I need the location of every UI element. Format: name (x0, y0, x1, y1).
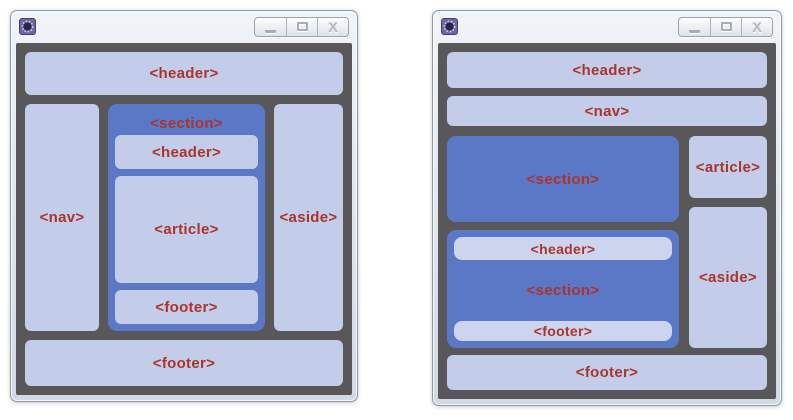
side-column: <article> <aside> (689, 136, 767, 348)
titlebar-right[interactable]: X (433, 11, 781, 42)
section-title: <section> (526, 282, 600, 300)
close-icon: X (752, 18, 762, 35)
nav-box: <nav> (25, 104, 99, 331)
article-box: <article> (689, 136, 767, 198)
window-left: X <header> <nav> <section> <header> (10, 10, 358, 402)
titlebar-left[interactable]: X (11, 11, 357, 42)
header-box: <header> (25, 52, 343, 95)
footer-box: <footer> (25, 340, 343, 386)
maximize-icon (720, 22, 732, 31)
footer-box: <footer> (447, 355, 767, 390)
window-right: X <header> <nav> <section> <header> (432, 10, 782, 406)
section-box-2: <header> <section> <footer> (447, 230, 679, 348)
close-icon: X (328, 18, 338, 35)
section-header-box: <header> (454, 237, 672, 261)
footer-label: <footer> (152, 354, 216, 372)
main-column: <section> <header> <section> <footer> (447, 136, 679, 348)
nav-box: <nav> (447, 96, 767, 126)
aside-label: <aside> (699, 269, 757, 286)
minimize-icon (265, 29, 276, 33)
aside-label: <aside> (279, 209, 338, 226)
article-label: <article> (695, 158, 761, 176)
article-box: <article> (115, 176, 258, 283)
header-label: <header> (572, 61, 642, 79)
middle-row: <nav> <section> <header> <article> <foot… (25, 104, 343, 331)
maximize-button[interactable] (710, 17, 741, 36)
section-box: <section> <header> <article> <footer> (108, 104, 265, 331)
minimize-button[interactable] (679, 18, 710, 36)
window-controls: X (254, 16, 349, 37)
header-label: <header> (149, 65, 219, 82)
section-footer-box: <footer> (115, 290, 258, 324)
minimize-button[interactable] (255, 18, 286, 36)
middle-row: <section> <header> <section> <footer> (447, 136, 767, 348)
page-canvas-left: <header> <nav> <section> <header> <artic… (16, 43, 352, 395)
close-button[interactable]: X (741, 17, 772, 36)
section-title: <section> (150, 114, 223, 132)
minimize-icon (689, 29, 700, 33)
section-box-1: <section> (447, 136, 679, 223)
header-box: <header> (447, 52, 767, 88)
window-controls: X (678, 16, 773, 37)
footer-label: <footer> (575, 364, 639, 381)
app-icon (441, 18, 458, 35)
app-icon (19, 18, 36, 35)
maximize-icon (296, 22, 308, 31)
maximize-button[interactable] (286, 17, 317, 36)
section-footer-box: <footer> (454, 321, 672, 341)
close-button[interactable]: X (317, 17, 348, 36)
section-header-box: <header> (115, 135, 258, 169)
nav-label: <nav> (584, 102, 630, 120)
page-canvas-right: <header> <nav> <section> <header> <secti… (438, 43, 776, 399)
nav-label: <nav> (39, 209, 85, 226)
aside-box: <aside> (274, 104, 343, 331)
aside-box: <aside> (689, 207, 767, 348)
